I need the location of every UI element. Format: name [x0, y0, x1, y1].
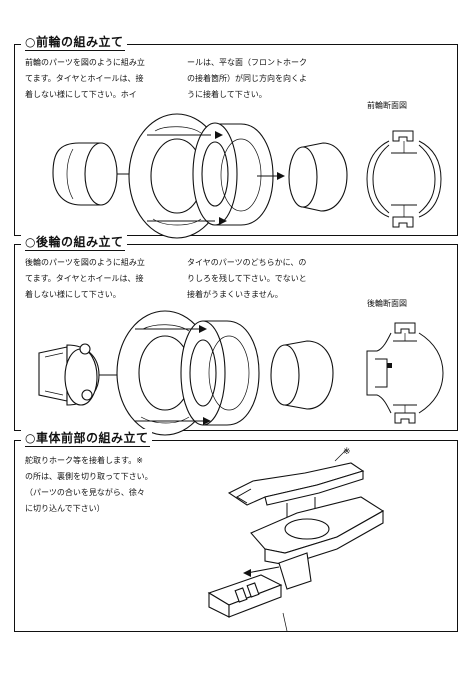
rear-wheel-diagram: [38, 310, 444, 436]
rear-cap-part: [270, 340, 334, 410]
front-wheel-section: ○前輪の組み立て 前輪のパーツを図のように組み立 てます。タイヤとホイールは、接…: [14, 33, 458, 239]
rear-text-left: 後輪のパーツを図のように組み立 てます。タイヤとホイールは、接 着しない様にして…: [25, 258, 145, 299]
rear-section-diagram: [366, 322, 444, 424]
front-body-section: ○車体前部の組み立て 舵取りホーク等を接着します。※ の所は、裏側を切り取って下…: [14, 429, 458, 632]
rear-text-right: タイヤのパーツのどちらかに、の りしろを残して下さい。でないと 接着がうまくいき…: [187, 258, 307, 299]
front-section-label: 前輪断面図: [367, 101, 407, 110]
front-text-left: 前輪のパーツを図のように組み立 てます。タイヤとホイールは、接 着しない様にして…: [25, 58, 145, 99]
front-section-diagram: [366, 130, 442, 228]
rear-wheel-section: ○後輪の組み立て 後輪のパーツを図のように組み立 てます。タイヤとホイールは、接…: [14, 233, 458, 436]
front-body-diagram: [207, 448, 385, 632]
front-body-title: ○車体前部の組み立て: [21, 429, 153, 447]
rear-section-label: 後輪断面図: [367, 299, 407, 308]
body-assembly: [207, 448, 385, 632]
front-wheel-diagram: [52, 113, 442, 239]
front-text-right: ールは、平な面（フロントホーク の接着箇所）が同じ方向を向くよ うに接着して下さ…: [187, 58, 307, 99]
front-body-text: 舵取りホーク等を接着します。※ の所は、裏側を切り取って下さい。 （パーツの合い…: [25, 456, 153, 513]
rear-hub-part: [38, 343, 100, 406]
front-cap-part: [288, 142, 348, 212]
front-wheel-title: ○前輪の組み立て: [21, 33, 128, 51]
front-wheel-part: [192, 122, 274, 226]
rear-wheel-part: [180, 320, 260, 426]
cut-mark: ※: [343, 447, 351, 457]
front-hub-part: [52, 142, 118, 206]
rear-wheel-title: ○後輪の組み立て: [21, 233, 128, 251]
